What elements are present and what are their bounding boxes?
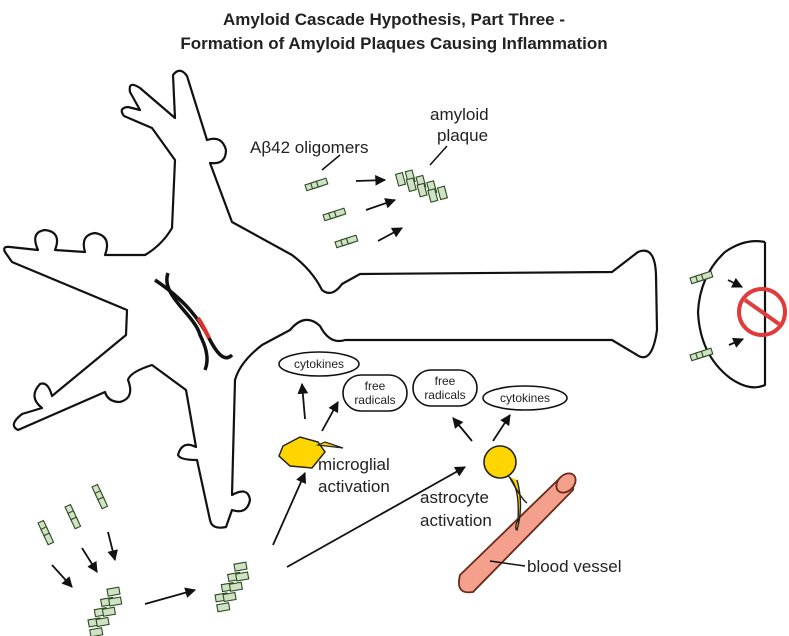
- oligomer: [322, 207, 347, 222]
- microglia-icon: [278, 436, 326, 469]
- arrow: [107, 531, 118, 562]
- arrow: [452, 417, 473, 442]
- arrow: [286, 466, 466, 568]
- arrow: [727, 277, 743, 288]
- free-radicals-bubble-left: [342, 374, 408, 412]
- microglia-process: [315, 441, 344, 449]
- arrow: [492, 414, 511, 442]
- dna-icon: [154, 272, 234, 371]
- arrow: [51, 564, 73, 588]
- oligomer: [304, 177, 329, 192]
- oligomers-label: Aβ42 oligomers: [250, 138, 368, 157]
- cytokines-bubble-left: [278, 351, 360, 377]
- axon-terminal: [696, 240, 767, 389]
- arrow: [272, 472, 306, 546]
- free-radicals-left-1: free: [365, 379, 386, 393]
- arrow: [144, 587, 197, 605]
- microglia-label-2: activation: [318, 477, 390, 496]
- oligomer: [91, 483, 109, 510]
- arrow: [365, 198, 397, 211]
- plaque-label-2: plaque: [437, 126, 488, 145]
- free-radicals-left-2: radicals: [354, 393, 395, 407]
- amyloid-plaque: [209, 561, 254, 613]
- plaque-leader: [429, 145, 448, 166]
- amyloid-plaque: [82, 586, 127, 636]
- free-radicals-right-2: radicals: [424, 388, 465, 402]
- free-radicals-bubble-right: [412, 369, 478, 407]
- astrocyte-label-2: activation: [420, 511, 492, 530]
- oligomer: [334, 234, 359, 249]
- plaque-label-1: amyloid: [430, 105, 489, 124]
- microglia-label-1: microglial: [318, 455, 390, 474]
- cytokines-left: cytokines: [294, 357, 344, 371]
- amyloid-plaque: [395, 162, 448, 210]
- blood-vessel-label: blood vessel: [527, 557, 622, 576]
- arrow: [81, 547, 98, 573]
- arrow: [355, 174, 387, 186]
- neuron-outline: [3, 69, 659, 529]
- astrocyte-label-1: astrocyte: [420, 488, 489, 507]
- oligomer: [689, 347, 714, 362]
- cytokines-right: cytokines: [500, 391, 550, 405]
- oligomer: [64, 503, 82, 530]
- arrow: [297, 382, 309, 420]
- astrocyte-icon: [483, 445, 528, 532]
- free-radicals-right-1: free: [435, 374, 456, 388]
- arrow: [377, 227, 403, 242]
- blood-vessel-icon: [458, 472, 577, 594]
- blood-vessel-leader: [489, 560, 526, 567]
- title-line-1: Amyloid Cascade Hypothesis, Part Three -: [223, 10, 565, 29]
- oligomer: [37, 519, 55, 546]
- title-line-2: Formation of Amyloid Plaques Causing Inf…: [180, 34, 607, 53]
- arrow: [321, 401, 339, 432]
- oligomers-leader: [321, 154, 341, 171]
- oligomer: [689, 270, 714, 285]
- cytokines-bubble-right: [482, 385, 568, 411]
- arrow: [728, 337, 744, 348]
- blocked-icon: [737, 287, 787, 337]
